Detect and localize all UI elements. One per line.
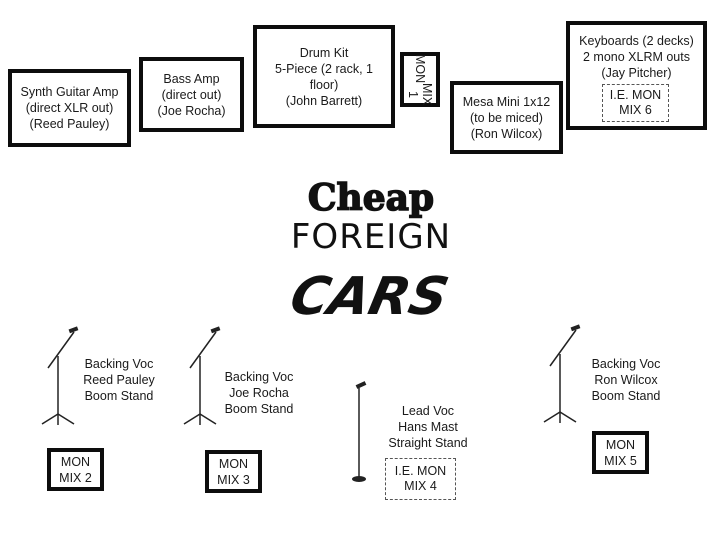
bass-amp-box: Bass Amp (direct out) (Joe Rocha)	[139, 57, 244, 132]
drum-kit-line-4: (John Barrett)	[285, 93, 363, 108]
keyboards-line-2: 2 mono XLRM outs	[582, 50, 690, 64]
bass-amp-line-3: (Joe Rocha)	[157, 103, 226, 118]
mesa-amp-line-2: (to be miced)	[470, 110, 543, 125]
backing-voc-joe-label: Backing Voc Joe Rocha Boom Stand	[218, 369, 300, 417]
mon-mix-3-box: MON MIX 3	[205, 450, 262, 493]
logo-line-foreign: FOREIGN	[291, 217, 451, 257]
lead-hans-line-2: Hans Mast	[398, 420, 458, 434]
backing-reed-line-2: Reed Pauley	[83, 373, 155, 387]
mon-mix-1-line-1: MON	[413, 53, 427, 83]
backing-joe-line-2: Joe Rocha	[229, 386, 289, 400]
backing-voc-reed-label: Backing Voc Reed Pauley Boom Stand	[78, 356, 160, 404]
backing-reed-line-1: Backing Voc	[84, 357, 154, 371]
ie-mon-mix-6-line-2: MIX 6	[619, 103, 652, 117]
mon-mix-1-box: MON MIX 1	[400, 52, 440, 107]
cheap-foreign-cars-logo: Cheap FOREIGN CARS	[285, 176, 454, 327]
keyboards-line-1: Keyboards (2 decks)	[579, 34, 694, 48]
mesa-mini-amp-box: Mesa Mini 1x12 (to be miced) (Ron Wilcox…	[450, 81, 563, 154]
backing-ron-line-2: Ron Wilcox	[594, 373, 658, 387]
backing-voc-ron-label: Backing Voc Ron Wilcox Boom Stand	[584, 356, 668, 404]
straight-mic-stand-icon	[352, 381, 367, 482]
mesa-amp-line-3: (Ron Wilcox)	[470, 126, 543, 141]
bass-amp-line-2: (direct out)	[161, 87, 222, 102]
synth-amp-line-2: (direct XLR out)	[25, 101, 114, 115]
ie-mon-mix-4-box: I.E. MON MIX 4	[385, 458, 456, 500]
keyboards-line-3: (Jay Pitcher)	[601, 66, 672, 80]
mon-mix-2-line-2: MIX 2	[59, 470, 92, 485]
logo-line-cheap: Cheap	[308, 177, 434, 219]
boom-mic-stand-icon	[41, 326, 79, 425]
mon-mix-2-line-1: MON	[60, 454, 91, 469]
boom-mic-stand-icon	[183, 326, 221, 425]
boom-mic-stand-icon	[543, 324, 581, 423]
ie-mon-mix-4-line-2: MIX 4	[404, 479, 437, 493]
mon-mix-3-line-1: MON	[218, 456, 249, 471]
mon-mix-5-line-1: MON	[605, 437, 636, 452]
ie-mon-mix-4-line-1: I.E. MON	[394, 464, 447, 478]
backing-ron-line-1: Backing Voc	[591, 357, 661, 371]
synth-amp-line-3: (Reed Pauley)	[29, 117, 110, 131]
lead-hans-line-3: Straight Stand	[388, 436, 468, 450]
synth-guitar-amp-box: Synth Guitar Amp (direct XLR out) (Reed …	[8, 69, 131, 147]
mesa-amp-line-1: Mesa Mini 1x12	[462, 94, 551, 109]
synth-amp-line-1: Synth Guitar Amp	[20, 85, 119, 99]
bass-amp-line-1: Bass Amp	[163, 71, 220, 86]
lead-hans-line-1: Lead Voc	[401, 404, 455, 418]
mon-mix-5-box: MON MIX 5	[592, 431, 649, 474]
mon-mix-5-line-2: MIX 5	[604, 453, 637, 468]
drum-kit-line-2: 5-Piece (2 rack, 1	[275, 61, 373, 76]
drum-kit-line-1: Drum Kit	[299, 45, 349, 60]
logo-line-cars: CARS	[285, 267, 454, 327]
backing-ron-line-3: Boom Stand	[591, 389, 661, 403]
backing-joe-line-1: Backing Voc	[224, 370, 294, 384]
ie-mon-mix-6-box: I.E. MON MIX 6	[602, 84, 669, 122]
backing-reed-line-3: Boom Stand	[84, 389, 154, 403]
drum-kit-box: Drum Kit 5-Piece (2 rack, 1 floor) (John…	[253, 25, 395, 128]
mon-mix-1-line-2: MIX 1	[406, 82, 434, 106]
mon-mix-3-line-2: MIX 3	[217, 472, 250, 487]
ie-mon-mix-6-line-1: I.E. MON	[609, 88, 662, 102]
backing-joe-line-3: Boom Stand	[224, 402, 294, 416]
mon-mix-2-box: MON MIX 2	[47, 448, 104, 491]
lead-voc-hans-label: Lead Voc Hans Mast Straight Stand	[378, 403, 478, 451]
drum-kit-line-3: floor)	[309, 77, 339, 92]
